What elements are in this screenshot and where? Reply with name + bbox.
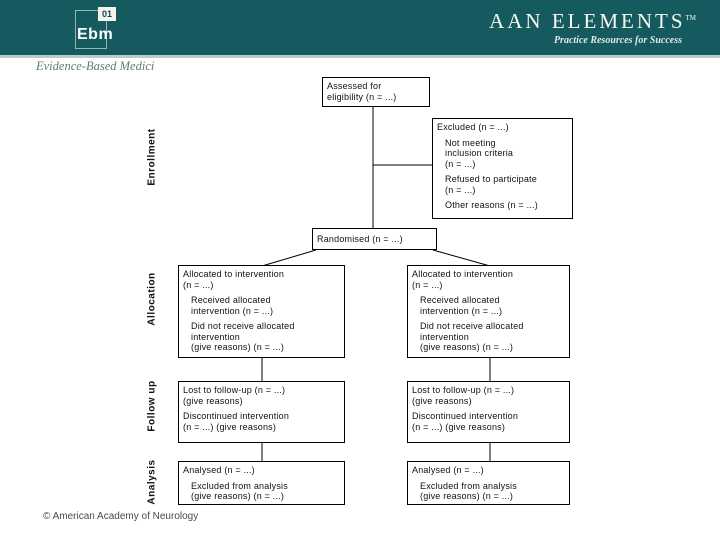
box-text-line: Refused to participate (445, 174, 537, 184)
box-text-line: (n = ...) (412, 279, 443, 290)
box-text-line: Other reasons (n = ...) (445, 200, 538, 210)
excluded-box: Excluded (n = ...) Not meeting inclusion… (432, 118, 573, 219)
box-text-line: intervention (420, 331, 469, 342)
aan-elements-brand: AAN ELEMENTSTM Practice Resources for Su… (489, 9, 696, 46)
box-text-line: Did not receive allocated (420, 321, 524, 331)
box-text-line: Allocated to intervention (183, 269, 285, 279)
box-text-line: (give reasons) (n = ...) (420, 342, 514, 352)
box-text-line: (give reasons) (n = ...) (191, 342, 285, 352)
box-text-line: (give reasons) (412, 395, 472, 406)
box-text-line: Lost to follow-up (n = ...) (412, 385, 515, 395)
box-text-line: intervention (n = ...) (420, 305, 503, 316)
followup-right-box: Lost to follow-up (n = ...) (give reason… (407, 381, 570, 443)
box-text-line: (give reasons) (n = ...) (420, 491, 514, 501)
line-randomised-to-left (261, 249, 317, 267)
box-text-line: (n = ...) (445, 158, 476, 169)
followup-left-box: Lost to follow-up (n = ...) (give reason… (178, 381, 345, 443)
box-text-line: Analysed (n = ...) (412, 465, 484, 475)
box-text-line: Assessed for (327, 81, 382, 91)
box-text-line: intervention (191, 331, 240, 342)
box-text-line: Discontinued intervention (412, 411, 519, 421)
copyright-text: © American Academy of Neurology (43, 511, 199, 522)
stage-label-allocation: Allocation (146, 272, 158, 326)
box-text-line: inclusion criteria (445, 148, 514, 158)
ebm-logo-text: Ebm (77, 26, 114, 43)
box-text-line: (n = ...) (183, 279, 214, 290)
box-text-line: Lost to follow-up (n = ...) (183, 385, 286, 395)
box-text-line: Analysed (n = ...) (183, 465, 255, 475)
header-bar: Ebm 01 AAN ELEMENTSTM Practice Resources… (0, 0, 720, 58)
box-text-line: (n = ...) (445, 184, 476, 195)
randomised-box: Randomised (n = ...) (312, 228, 437, 250)
allocated-right-box: Allocated to intervention (n = ...) Rece… (407, 265, 570, 358)
stage-label-enrollment: Enrollment (146, 128, 158, 186)
box-text-line: (n = ...) (give reasons) (183, 421, 277, 432)
trademark-symbol: TM (685, 14, 697, 22)
stage-label-followup: Follow up (146, 380, 158, 432)
box-text-line: (give reasons) (n = ...) (191, 491, 285, 501)
assessed-box: Assessed for eligibility (n = ...) (322, 77, 430, 107)
brand-title: AAN ELEMENTSTM (489, 9, 696, 34)
box-text-line: eligibility (n = ...) (327, 91, 397, 102)
box-text-line: (give reasons) (183, 395, 243, 406)
box-text-line: Did not receive allocated (191, 321, 295, 331)
brand-title-text: AAN ELEMENTS (489, 9, 686, 33)
box-text-line: (n = ...) (give reasons) (412, 421, 506, 432)
brand-tagline: Practice Resources for Success (553, 35, 682, 46)
line-randomised-to-right (432, 249, 491, 267)
stage-label-analysis: Analysis (146, 459, 158, 505)
chapter-number-badge: 01 (98, 7, 116, 21)
box-text-line: Discontinued intervention (183, 411, 290, 421)
allocated-left-box: Allocated to intervention (n = ...) Rece… (178, 265, 345, 358)
box-text-line: intervention (n = ...) (191, 305, 274, 316)
box-text-line: Excluded from analysis (420, 480, 517, 491)
analysed-left-box: Analysed (n = ...) Excluded from analysi… (178, 461, 345, 505)
box-text-line: Excluded from analysis (191, 480, 288, 491)
box-text-line: Excluded (n = ...) (437, 122, 509, 132)
box-text-line: Received allocated (420, 295, 500, 305)
box-text-line: Not meeting (445, 137, 496, 148)
box-text-line: Allocated to intervention (412, 269, 514, 279)
box-text-line: Received allocated (191, 295, 271, 305)
analysed-right-box: Analysed (n = ...) Excluded from analysi… (407, 461, 570, 505)
slide-subtitle: Evidence-Based Medici (36, 59, 155, 73)
ebm-logo-frame (75, 10, 107, 49)
